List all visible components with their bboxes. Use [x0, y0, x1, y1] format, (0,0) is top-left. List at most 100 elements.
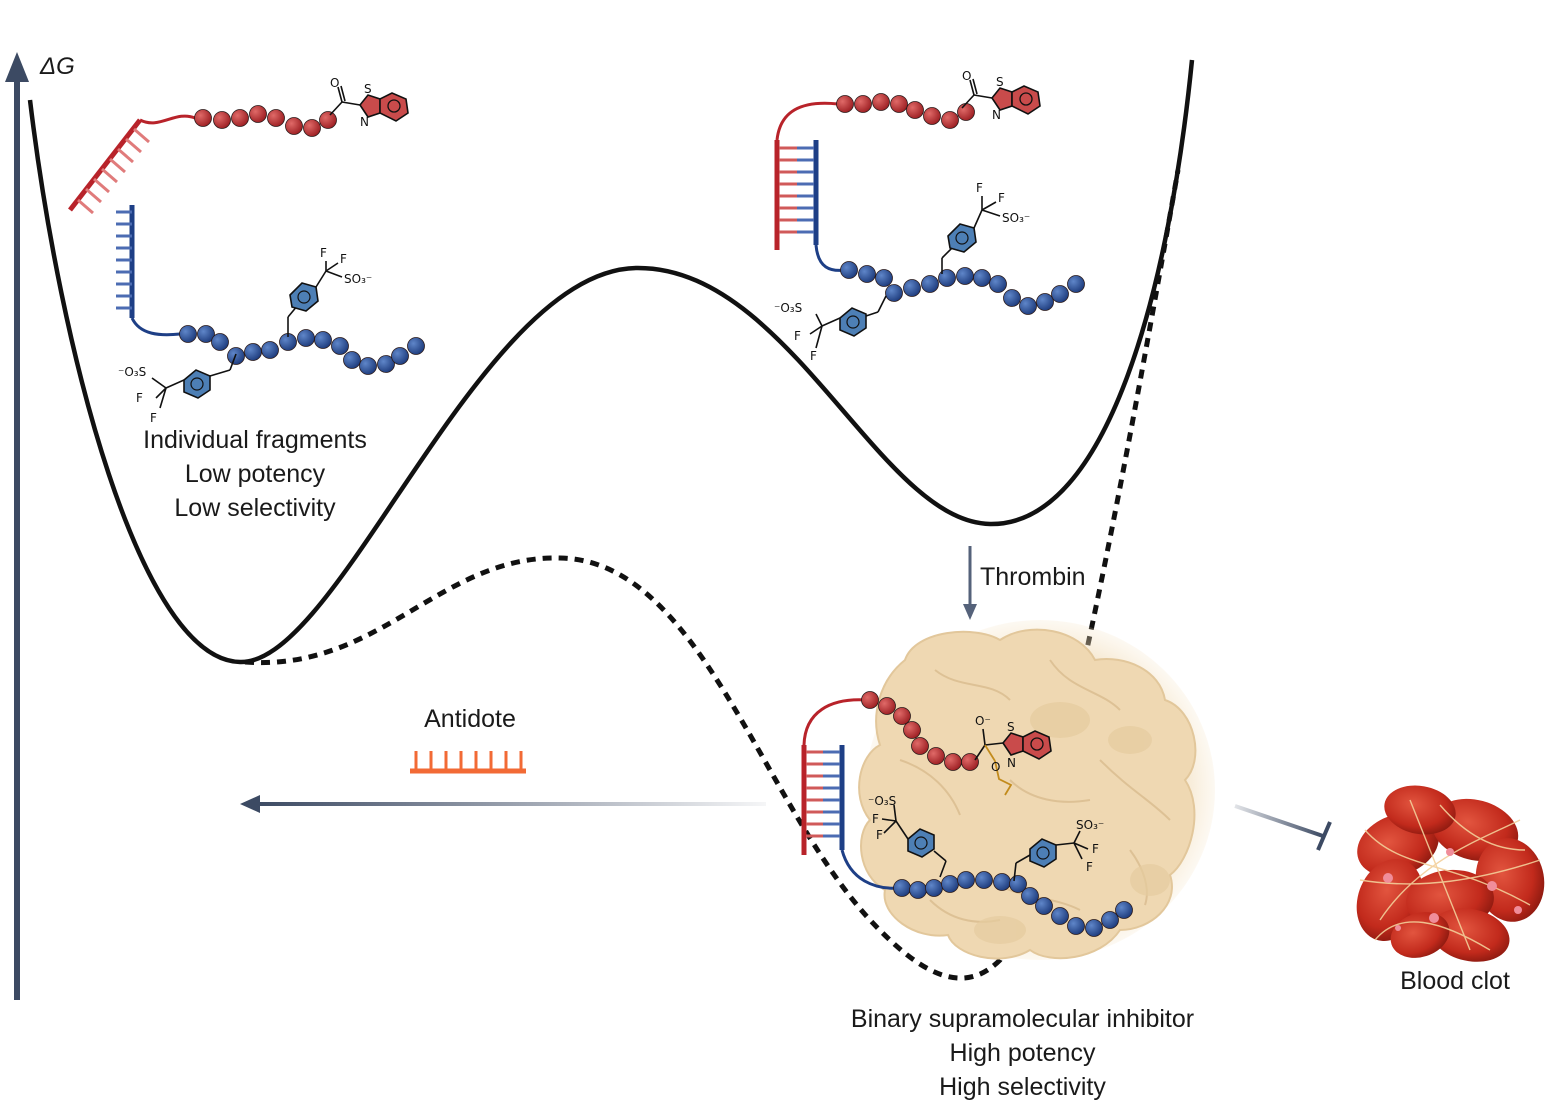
peptide-bead [1051, 285, 1069, 303]
fluorine-label-b: F [876, 828, 883, 842]
peptide-bead [359, 357, 377, 375]
peptide-bead [885, 284, 903, 302]
peptide-bead [861, 691, 879, 709]
antidote-label: Antidote [424, 705, 516, 733]
thrombin-arrow [963, 546, 977, 620]
peptide-bead [840, 261, 858, 279]
sulfur-atom-label: S [1007, 720, 1015, 734]
peptide-bead [261, 341, 279, 359]
fragment-red-dna-unbound [68, 114, 196, 215]
thrombin-label: Thrombin [980, 563, 1086, 591]
peptide-bead [314, 331, 332, 349]
sulfonate-label: ⁻O₃S [868, 794, 896, 808]
peptide-bead [285, 117, 303, 135]
antidote-strand-icon [410, 751, 526, 774]
peptide-bead [267, 109, 285, 127]
energy-curve-solid [27, 59, 1195, 665]
oxygen-atom-label: O [330, 76, 339, 90]
oxyanion-label: O⁻ [975, 714, 991, 728]
energy-axis [5, 52, 29, 1000]
difluoromethylsulfonate-benzyl-4: ⁻O₃S F F [774, 295, 887, 363]
nitrogen-atom-label: N [992, 108, 1001, 122]
hybridized-duplex-free [774, 101, 847, 272]
fluorine-label-b: F [1086, 860, 1093, 874]
peptide-bead [1115, 901, 1133, 919]
peptide-bead [923, 107, 941, 125]
fluorine-label-a: F [976, 181, 983, 195]
peptide-bead [927, 747, 945, 765]
fluorine-label-a: F [136, 391, 143, 405]
nitrogen-atom-label: N [1007, 756, 1016, 770]
peptide-bead [909, 881, 927, 899]
peptide-red-unbound [194, 105, 337, 137]
peptide-red-bound [861, 691, 979, 771]
sulfur-atom-label: S [996, 75, 1004, 89]
benzothiazole-warhead-duplex: S N O [961, 69, 1041, 122]
sulfonate-label: ⁻O₃S [774, 301, 802, 315]
peptide-bead [956, 267, 974, 285]
peptide-bead [1019, 297, 1037, 315]
caption-line-2: Low potency [184, 460, 326, 488]
peptide-bead [878, 697, 896, 715]
fluorine-label-b: F [998, 191, 1005, 205]
energy-axis-label: ΔG [40, 53, 75, 80]
peptide-bead [906, 101, 924, 119]
peptide-bead [854, 95, 872, 113]
peptide-bead [319, 111, 337, 129]
peptide-bead [925, 879, 943, 897]
difluoromethylsulfonate-benzyl-1: F F SO₃⁻ [287, 246, 372, 337]
peptide-bead [903, 279, 921, 297]
peptide-bead [1036, 293, 1054, 311]
fluorine-label-b: F [810, 349, 817, 363]
peptide-bead [391, 347, 409, 365]
peptide-bead [1051, 907, 1069, 925]
peptide-bead [903, 721, 921, 739]
sulfonate-label: ⁻O₃S [118, 365, 146, 379]
blood-clot-label: Blood clot [1400, 967, 1510, 995]
antidote-reversal-arrow [240, 795, 766, 813]
peptide-bead [957, 871, 975, 889]
peptide-bead [197, 325, 215, 343]
peptide-bead [231, 109, 249, 127]
peptide-bead [1067, 917, 1085, 935]
peptide-blue-free-duplex [840, 261, 1085, 315]
peptide-bead [343, 351, 361, 369]
peptide-bead [179, 325, 197, 343]
peptide-bead [297, 329, 315, 347]
peptide-bead [941, 111, 959, 129]
peptide-bead [194, 109, 212, 127]
fluorine-label-a: F [320, 246, 327, 260]
peptide-bead [890, 95, 908, 113]
peptide-bead [858, 265, 876, 283]
peptide-bead [993, 873, 1011, 891]
peptide-bead [893, 879, 911, 897]
bound-state-caption: Binary supramolecular inhibitor High pot… [800, 1002, 1245, 1104]
peptide-bead [1101, 911, 1119, 929]
peptide-blue-unbound [179, 325, 425, 375]
caption-line-1: Binary supramolecular inhibitor [850, 1005, 1195, 1033]
sulfur-atom-label: S [364, 82, 372, 96]
peptide-bead [1067, 275, 1085, 293]
peptide-bead [961, 753, 979, 771]
peptide-bead [836, 95, 854, 113]
oxygen-atom-label: O [962, 69, 971, 83]
peptide-bead [973, 269, 991, 287]
peptide-bead [875, 269, 893, 287]
blood-clot-illustration [1356, 785, 1545, 962]
sulfonate-label: SO₃⁻ [1002, 211, 1030, 225]
peptide-bead [911, 737, 929, 755]
peptide-bead [1085, 919, 1103, 937]
fluorine-label-b: F [340, 252, 347, 266]
peptide-blue-bound [893, 871, 1133, 937]
fluorine-label-b: F [150, 411, 157, 425]
peptide-bead [1035, 897, 1053, 915]
peptide-red-free-duplex [836, 93, 975, 129]
peptide-bead [975, 871, 993, 889]
difluoromethylsulfonate-benzyl-3: F F SO₃⁻ [941, 181, 1030, 274]
peptide-bead [941, 875, 959, 893]
peptide-bead [893, 707, 911, 725]
peptide-bead [249, 105, 267, 123]
benzothiazole-warhead-unbound: S N O [329, 76, 409, 129]
